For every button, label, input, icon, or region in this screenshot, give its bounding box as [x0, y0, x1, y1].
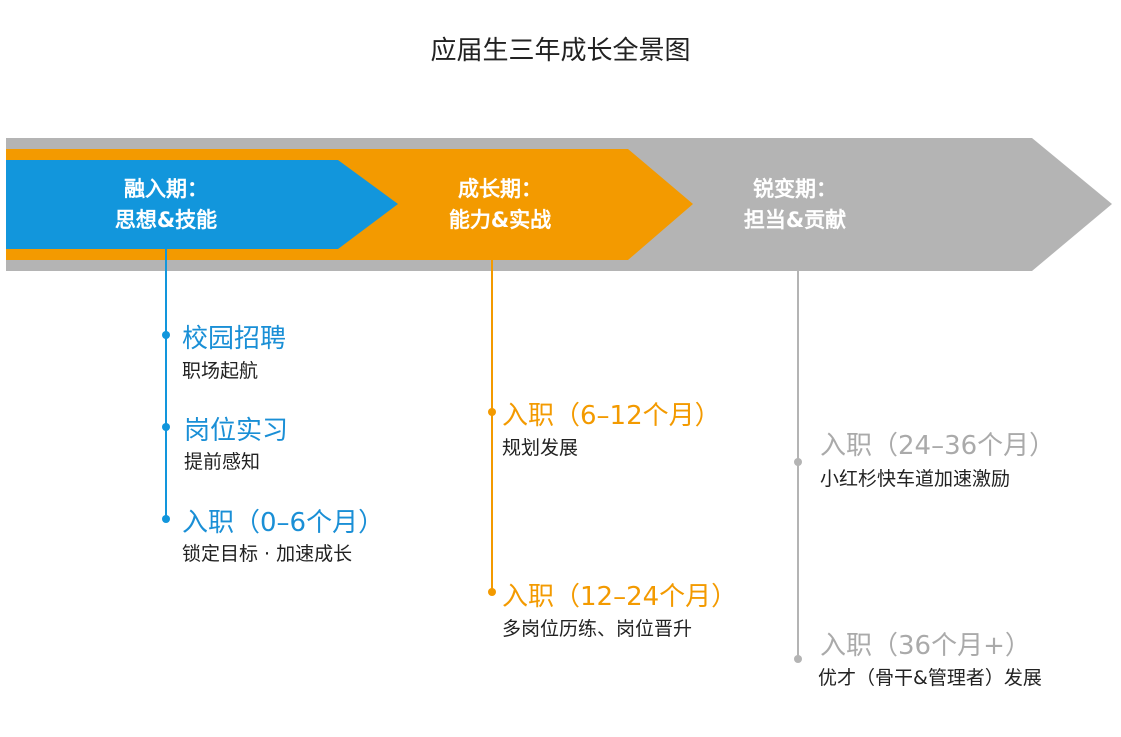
milestone-dot — [488, 408, 496, 416]
milestone-title: 入职（0–6个月） — [182, 508, 385, 538]
phase-focus: 担当&贡献 — [743, 208, 847, 232]
phase-label: 锐变期： — [753, 177, 837, 201]
milestone-subtitle: 职场起航 — [182, 360, 259, 382]
milestone-dot — [794, 458, 802, 466]
phase-focus: 思想&技能 — [114, 208, 218, 232]
milestone-subtitle: 提前感知 — [184, 451, 261, 473]
phase-growth: 成长期： 能力&实战 — [430, 174, 570, 236]
milestone-subtitle: 多岗位历练、岗位晋升 — [502, 618, 693, 640]
phase-label: 成长期： — [458, 177, 542, 201]
connector-line-gray — [797, 271, 799, 661]
milestone-subtitle: 规划发展 — [502, 437, 579, 459]
milestone-subtitle: 优才（骨干&管理者）发展 — [818, 667, 1042, 689]
connector-line-orange — [491, 260, 493, 594]
milestone-dot — [162, 423, 170, 431]
milestone-dot — [162, 515, 170, 523]
arrow-blue — [6, 160, 398, 249]
milestone-title: 岗位实习 — [184, 416, 289, 446]
milestone-title: 入职（6–12个月） — [502, 401, 721, 431]
page-title: 应届生三年成长全景图 — [430, 36, 691, 66]
phase-label: 融入期： — [124, 177, 208, 201]
phase-integration: 融入期： 思想&技能 — [96, 174, 236, 236]
milestone-title: 校园招聘 — [182, 324, 287, 354]
phase-focus: 能力&实战 — [448, 208, 552, 232]
phase-transformation: 锐变期： 担当&贡献 — [720, 174, 870, 236]
milestone-subtitle: 锁定目标 · 加速成长 — [182, 543, 353, 565]
connector-line-blue — [165, 249, 167, 521]
milestone-subtitle: 小红杉快车道加速激励 — [820, 468, 1011, 490]
milestone-title: 入职（36个月+） — [820, 631, 1031, 661]
milestone-dot — [794, 655, 802, 663]
milestone-dot — [488, 588, 496, 596]
milestone-dot — [162, 331, 170, 339]
milestone-title: 入职（12–24个月） — [502, 582, 738, 612]
milestone-title: 入职（24–36个月） — [820, 431, 1056, 461]
